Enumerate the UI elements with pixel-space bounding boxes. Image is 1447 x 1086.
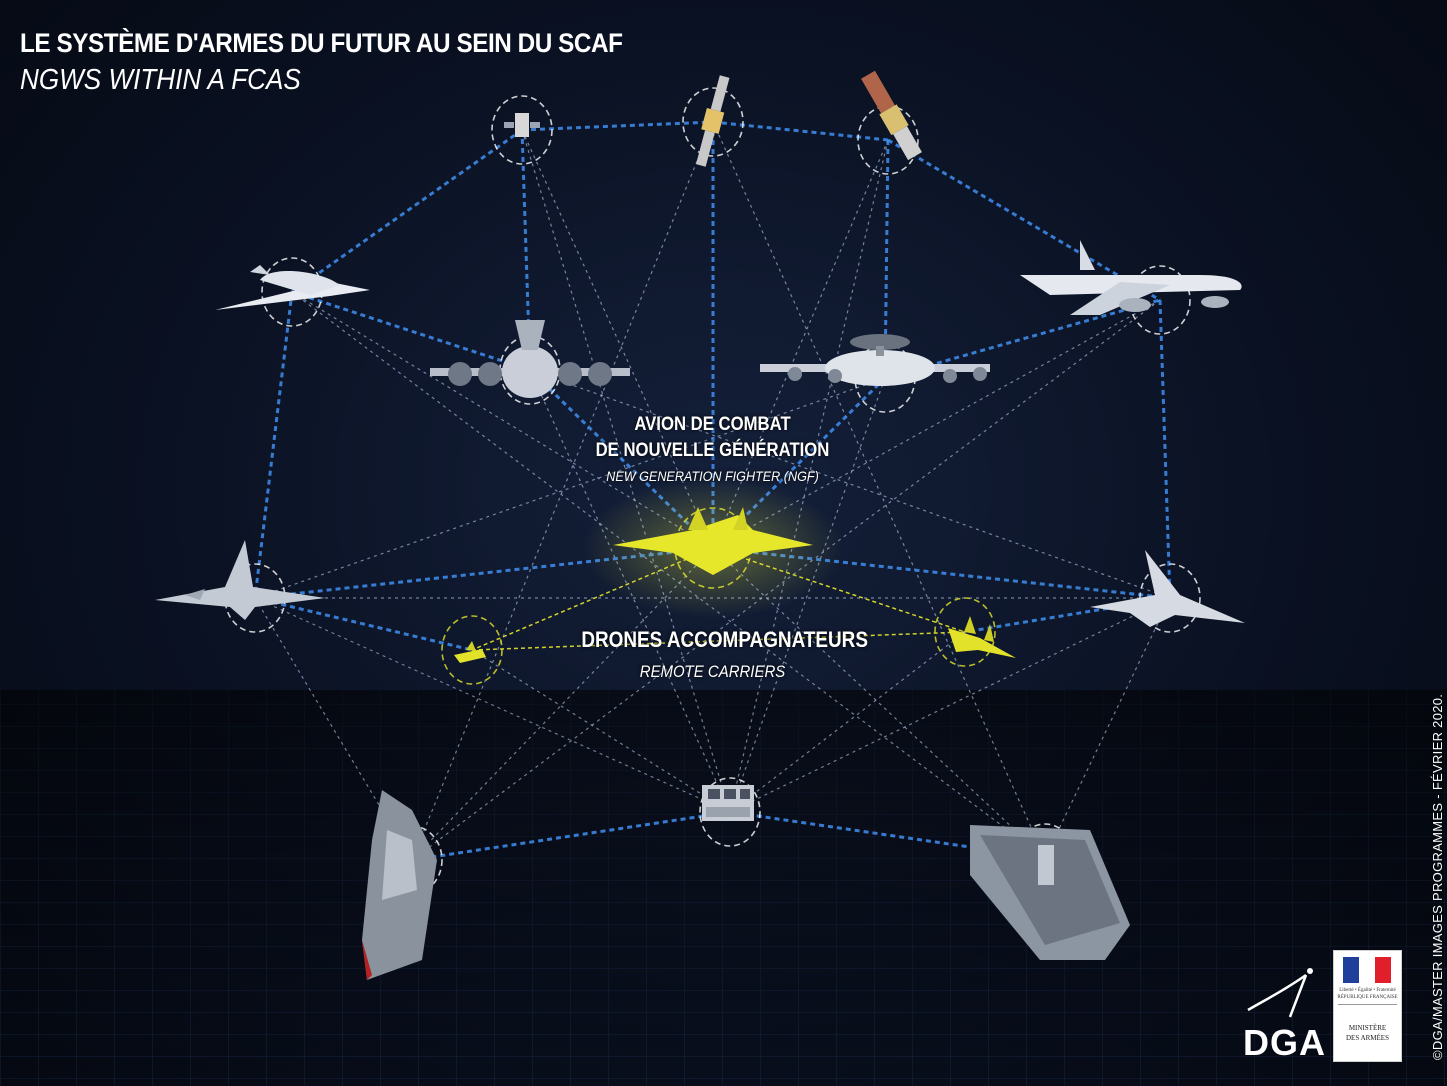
ngf-label-fr-line2: DE NOUVELLE GÉNÉRATION [595, 440, 830, 461]
dga-logo-icon [1247, 968, 1313, 1018]
remote-carriers-label-fr: DRONES ACCOMPAGNATEURS [581, 627, 868, 652]
remote-carriers-label-en: REMOTE CARRIERS [639, 662, 786, 681]
link-line [291, 291, 714, 549]
republic-name: RÉPUBLIQUE FRANÇAISE [1337, 995, 1398, 1000]
link-line [291, 128, 523, 294]
french-flag-icon [1343, 957, 1391, 983]
link-line [411, 299, 1161, 861]
link-line [254, 596, 473, 652]
node-ring-rcl [441, 615, 503, 685]
link-line [887, 138, 1161, 302]
link-line [712, 121, 1046, 859]
ministry-logo: Liberté • Égalité • Fraternité RÉPUBLIQU… [1333, 950, 1402, 1062]
link-line [964, 596, 1171, 634]
ngf-label-fr-line1: AVION DE COMBAT [634, 414, 791, 435]
link-line [712, 299, 1161, 549]
link-line [471, 649, 731, 813]
republic-label: Liberté • Égalité • Fraternité RÉPUBLIQU… [1336, 987, 1399, 1001]
solar-satellite-icon [861, 70, 922, 161]
ngf-label-fr: AVION DE COMBAT DE NOUVELLE GÉNÉRATION [578, 412, 846, 464]
link-line [729, 139, 889, 813]
ministry-divider [1338, 1004, 1397, 1005]
node-ring-station [699, 777, 761, 847]
ministry-name-line2: DES ARMÉES [1346, 1034, 1389, 1042]
page-subtitle: NGWS WITHIN A FCAS [20, 64, 301, 96]
link-line-ngf [471, 631, 966, 651]
link-line [1158, 299, 1172, 599]
ministry-name: MINISTÈRE DES ARMÉES [1336, 1023, 1399, 1043]
transport-aircraft-icon [430, 320, 630, 398]
remote-carrier-right-icon [948, 616, 1016, 658]
node-ring-rcr [934, 597, 996, 667]
ngf-label-en: NEW GENERATION FIGHTER (NGF) [606, 468, 819, 484]
business-jet-icon [215, 265, 370, 310]
link-line [1044, 597, 1171, 859]
eurofighter-icon [1090, 550, 1245, 627]
frigate-icon [362, 790, 437, 980]
tanker-aircraft-icon [1020, 240, 1242, 315]
ground-grid [0, 690, 1447, 1086]
link-line [521, 120, 714, 132]
ground-station-icon [702, 785, 754, 821]
rafale-fighter-icon [155, 540, 325, 620]
link-line [411, 547, 714, 861]
republic-motto: Liberté • Égalité • Fraternité [1339, 988, 1396, 993]
link-line [254, 597, 731, 813]
node-ring-sat2 [682, 87, 744, 157]
remote-carrier-left-icon [454, 641, 486, 663]
dga-logo-text: DGA [1243, 1022, 1326, 1063]
link-line [291, 290, 531, 372]
ministry-name-line1: MINISTÈRE [1348, 1024, 1387, 1032]
awacs-aircraft-icon [760, 334, 990, 386]
link-line [729, 597, 1171, 813]
link-line [712, 546, 1171, 600]
link-line [729, 631, 966, 813]
link-line [253, 291, 294, 599]
aircraft-carrier-icon [970, 825, 1130, 960]
link-line [529, 369, 1171, 599]
page-title: LE SYSTÈME D'ARMES DU FUTUR AU SEIN DU S… [20, 28, 623, 58]
communication-satellite-icon [696, 75, 730, 167]
ngf-fighter-icon [613, 507, 813, 575]
copyright-notice: ©DGA/MASTER IMAGES PROGRAMMES - FÉVRIER … [1430, 693, 1445, 1060]
satellite-icon [504, 113, 540, 137]
link-line [528, 368, 715, 550]
node-ring-sat1 [491, 95, 553, 165]
link-line [254, 546, 714, 600]
